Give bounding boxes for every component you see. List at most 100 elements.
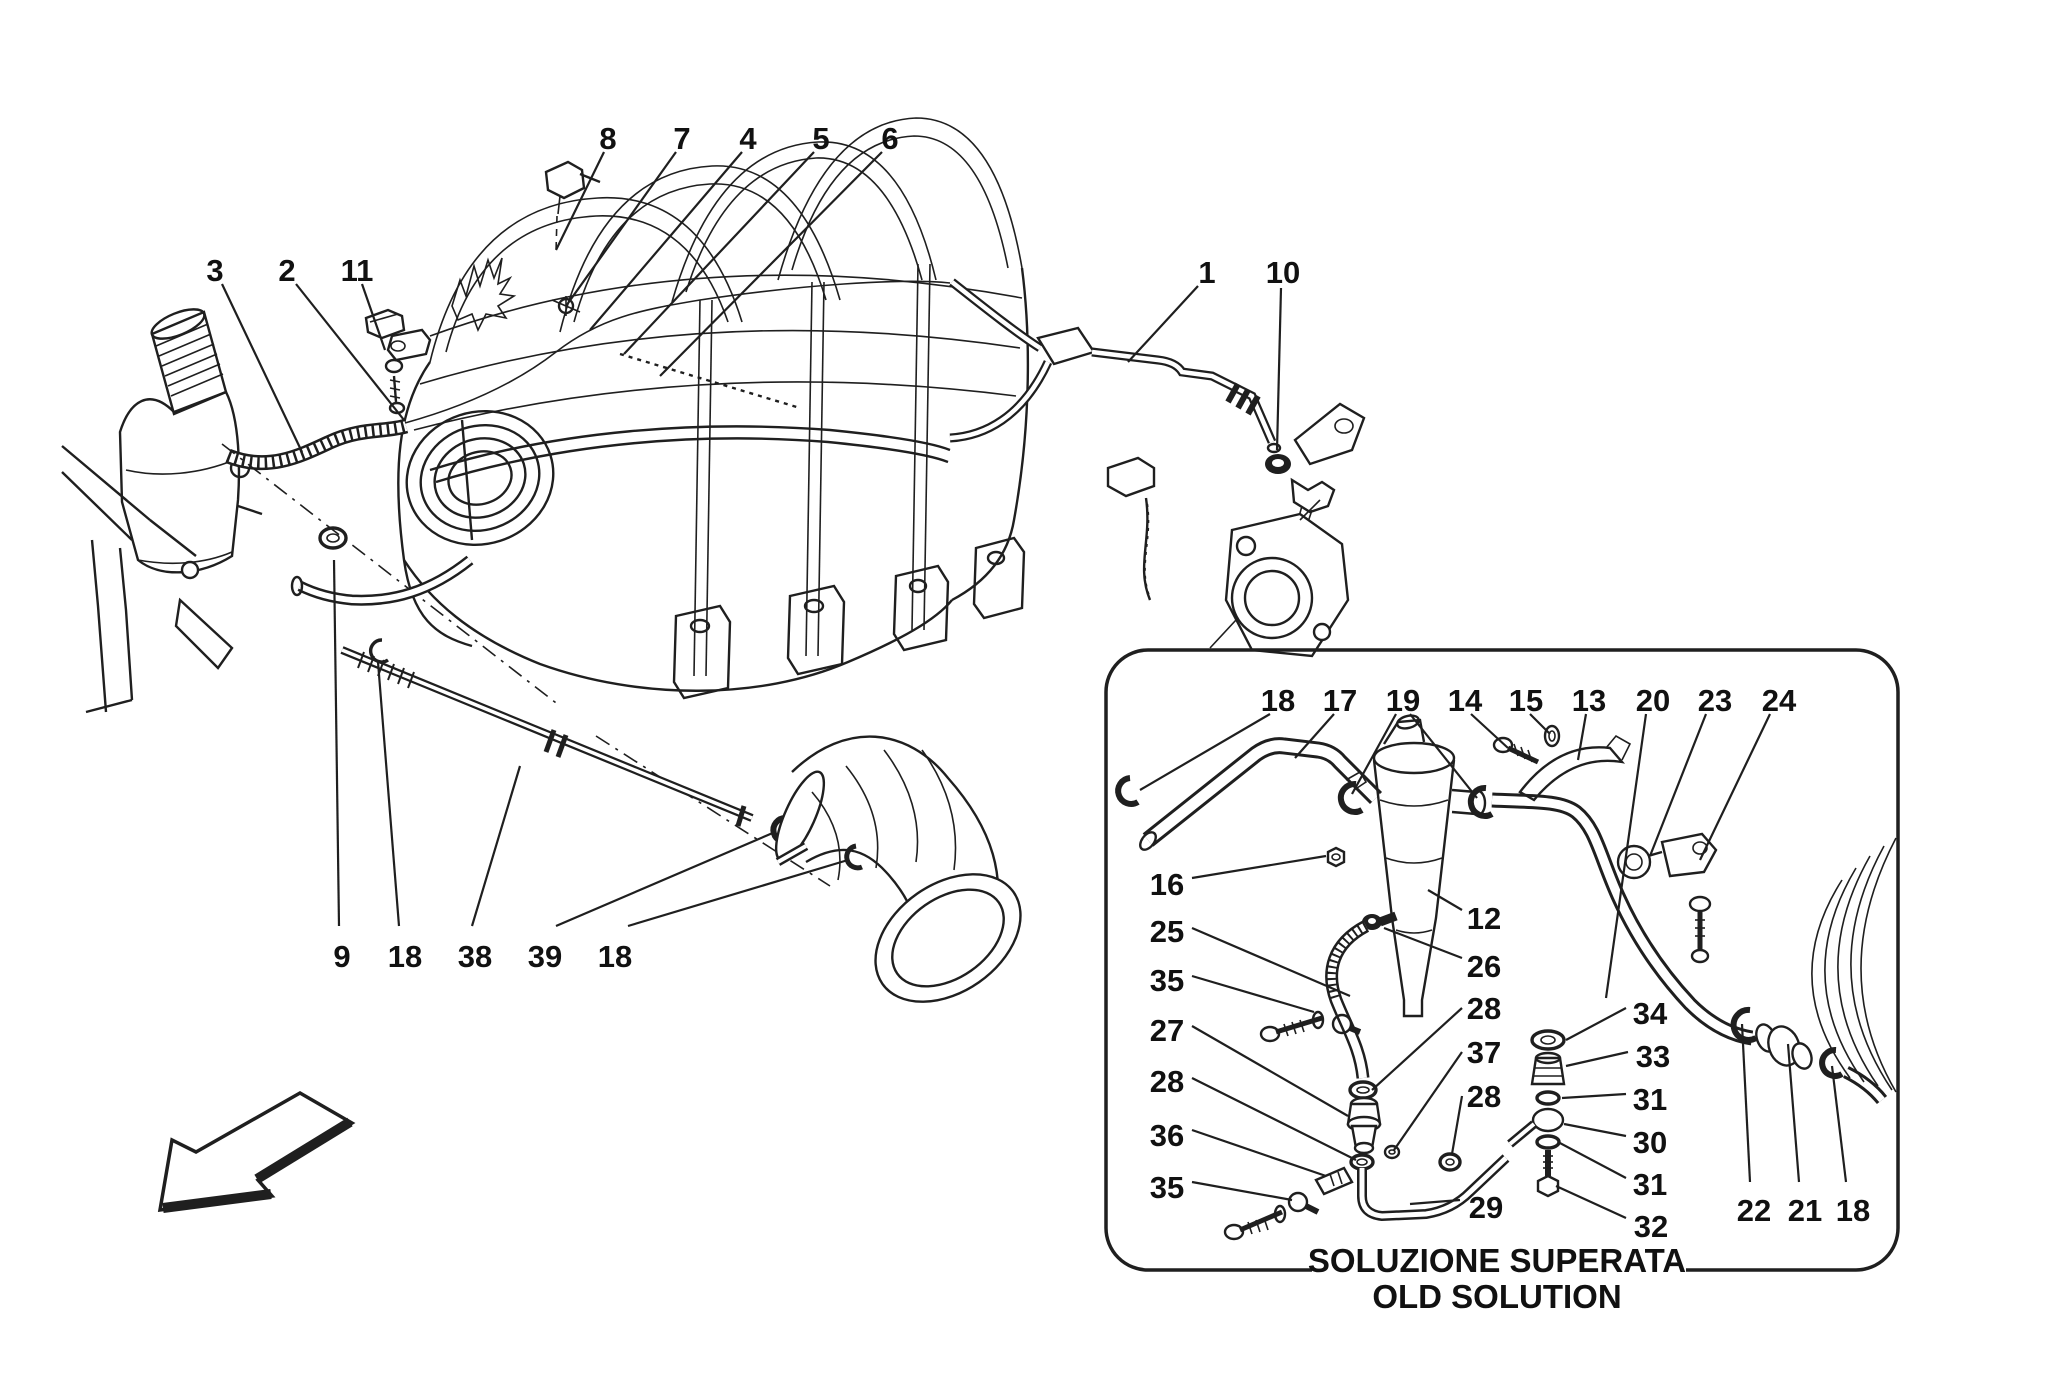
leader-line	[1450, 1095, 1464, 1155]
rod-38	[340, 638, 794, 845]
banjo-fitting-35a	[1259, 1010, 1362, 1043]
leader-line	[1529, 713, 1551, 735]
breather-hose-6	[1106, 456, 1156, 601]
callout-label: 24	[1762, 683, 1797, 718]
leader-line	[1427, 889, 1463, 911]
callout-label: 28	[1150, 1064, 1184, 1099]
leader-line	[1191, 1077, 1357, 1161]
callout-label: 39	[528, 939, 562, 974]
clamp-23-bracket-24	[1616, 832, 1718, 964]
leader-line	[1139, 713, 1271, 791]
leader-line	[1786, 1043, 1801, 1183]
washer-15	[1543, 724, 1561, 748]
leader-line	[1191, 854, 1327, 880]
leader-line	[1555, 1184, 1627, 1220]
clamp-22	[1730, 1006, 1758, 1043]
inset-caption-line1: SOLUZIONE SUPERATA	[1308, 1242, 1686, 1279]
leader-line	[1409, 713, 1478, 799]
callout-label: 5	[812, 121, 829, 156]
assembly-axis	[221, 443, 831, 887]
leader-line	[1275, 287, 1283, 451]
strap-bracket-13	[1492, 724, 1632, 802]
caption-patch	[1312, 1246, 1686, 1290]
banjo-fitting-35b	[1223, 1191, 1320, 1241]
clamp-ring-18c	[1819, 1046, 1844, 1079]
callout-label: 33	[1636, 1039, 1670, 1074]
clamp-ring-18i	[1115, 775, 1140, 807]
leader-line	[1830, 1065, 1848, 1183]
leader-line	[221, 283, 303, 453]
callout-label: 25	[1150, 914, 1184, 949]
callout-label: 13	[1572, 683, 1606, 718]
leader-line	[565, 151, 677, 307]
callout-label: 31	[1633, 1082, 1667, 1117]
pipe-1-assembly	[949, 278, 1336, 523]
leader-line	[555, 151, 605, 251]
vent-fitting-8	[544, 160, 601, 253]
separator-12	[1372, 714, 1494, 1018]
coupler-21	[1755, 1023, 1813, 1070]
callout-label: 28	[1467, 991, 1501, 1026]
trident-logo	[451, 257, 517, 332]
callout-label: 21	[1788, 1193, 1822, 1228]
callout-label: 11	[341, 253, 374, 288]
callout-label: 18	[388, 939, 422, 974]
callout-label: 28	[1467, 1079, 1501, 1114]
leader-line	[1604, 713, 1648, 999]
grommet-9	[318, 526, 348, 550]
leader-line	[360, 283, 387, 351]
leader-line	[376, 661, 401, 927]
callout-label: 31	[1633, 1167, 1667, 1202]
callout-label: 3	[206, 253, 223, 288]
callout-label: 29	[1469, 1190, 1503, 1225]
inset-duct-ribs	[1811, 837, 1897, 1093]
callout-label: 30	[1633, 1125, 1667, 1160]
callout-label: 27	[1150, 1013, 1184, 1048]
callout-label: 9	[333, 939, 350, 974]
leader-line	[1393, 1051, 1463, 1151]
leader-line	[589, 151, 743, 331]
callout-label: 37	[1467, 1035, 1501, 1070]
intake-manifold-drawing	[397, 117, 1366, 700]
leader-line	[555, 830, 776, 928]
leader-line	[1191, 1180, 1293, 1202]
callout-label: 12	[1467, 901, 1501, 936]
callout-label: 36	[1150, 1118, 1184, 1153]
callout-label: 22	[1737, 1193, 1771, 1228]
corrugated-hose-3	[225, 418, 409, 471]
callout-label: 26	[1467, 949, 1501, 984]
callout-label: 16	[1150, 867, 1184, 902]
leader-line	[623, 151, 815, 355]
leader-line	[1371, 1007, 1463, 1091]
fitting-36	[1314, 1166, 1354, 1196]
oil-reservoir-drawing	[61, 308, 263, 714]
callout-label: 17	[1323, 683, 1357, 718]
direction-arrow	[157, 1090, 356, 1213]
washer-37	[1383, 1144, 1401, 1160]
callout-label: 35	[1150, 963, 1184, 998]
callout-label: 19	[1386, 683, 1420, 718]
leader-line	[659, 151, 883, 377]
leader-line	[1294, 713, 1335, 759]
leader-line	[1409, 1198, 1461, 1206]
leader-line	[1561, 1092, 1627, 1100]
callout-label: 34	[1633, 996, 1668, 1031]
bracket-lug	[1293, 402, 1366, 466]
stack-34-33-31-30-31-32	[1507, 1029, 1566, 1198]
callout-label: 2	[278, 253, 295, 288]
leader-line	[1191, 1025, 1349, 1117]
callout-label: 35	[1150, 1170, 1184, 1205]
nut-16	[1326, 846, 1346, 868]
callout-label: 18	[598, 939, 632, 974]
pump-bracket-drawing	[1209, 499, 1350, 658]
check-valve-27	[1346, 1096, 1382, 1155]
leader-line	[1565, 1050, 1629, 1068]
leader-line	[1191, 1128, 1327, 1178]
leader-line	[1191, 974, 1315, 1014]
leader-line	[1740, 1023, 1752, 1183]
inset-drawing	[1115, 714, 1897, 1241]
bolt-32	[1536, 1150, 1560, 1198]
clamp-ring-18b	[844, 843, 863, 871]
callout-label: 4	[739, 121, 757, 156]
